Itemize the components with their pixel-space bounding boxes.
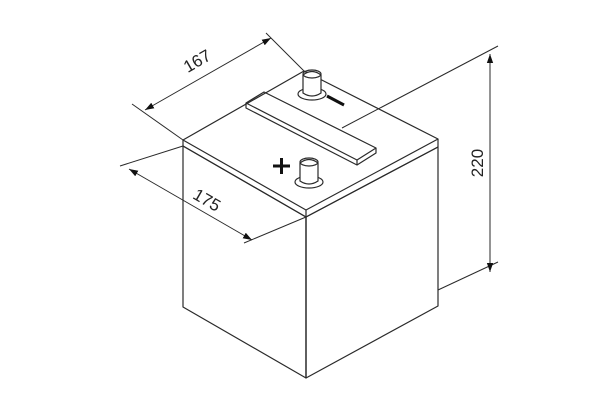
positive-terminal-post xyxy=(299,158,319,185)
handle-side xyxy=(245,103,377,166)
battery-handle xyxy=(245,91,377,166)
dimension-line-length xyxy=(144,37,272,111)
dimension-line-width xyxy=(128,168,253,241)
battery-front-face xyxy=(182,145,307,379)
extension-line-upper xyxy=(341,45,499,129)
negative-terminal-cap xyxy=(302,69,322,79)
positive-terminal-cap xyxy=(299,157,319,167)
positive-sign-icon xyxy=(273,158,290,174)
dimension-height: 220 xyxy=(341,45,499,291)
negative-sign-icon xyxy=(326,94,345,107)
extension-line-front-left xyxy=(119,145,184,167)
battery-body xyxy=(182,70,439,379)
extension-line-left xyxy=(131,103,184,141)
dimension-label-height: 220 xyxy=(468,149,487,177)
extension-line-front-right xyxy=(243,216,307,244)
positive-terminal xyxy=(273,157,324,189)
dimension-label-length: 167 xyxy=(180,46,214,77)
negative-terminal-post xyxy=(302,70,322,97)
extension-line-lower xyxy=(437,261,499,291)
handle-top xyxy=(245,91,377,161)
negative-terminal xyxy=(297,69,345,107)
extension-line-top xyxy=(265,32,305,72)
dimension-label-width: 175 xyxy=(190,185,224,216)
